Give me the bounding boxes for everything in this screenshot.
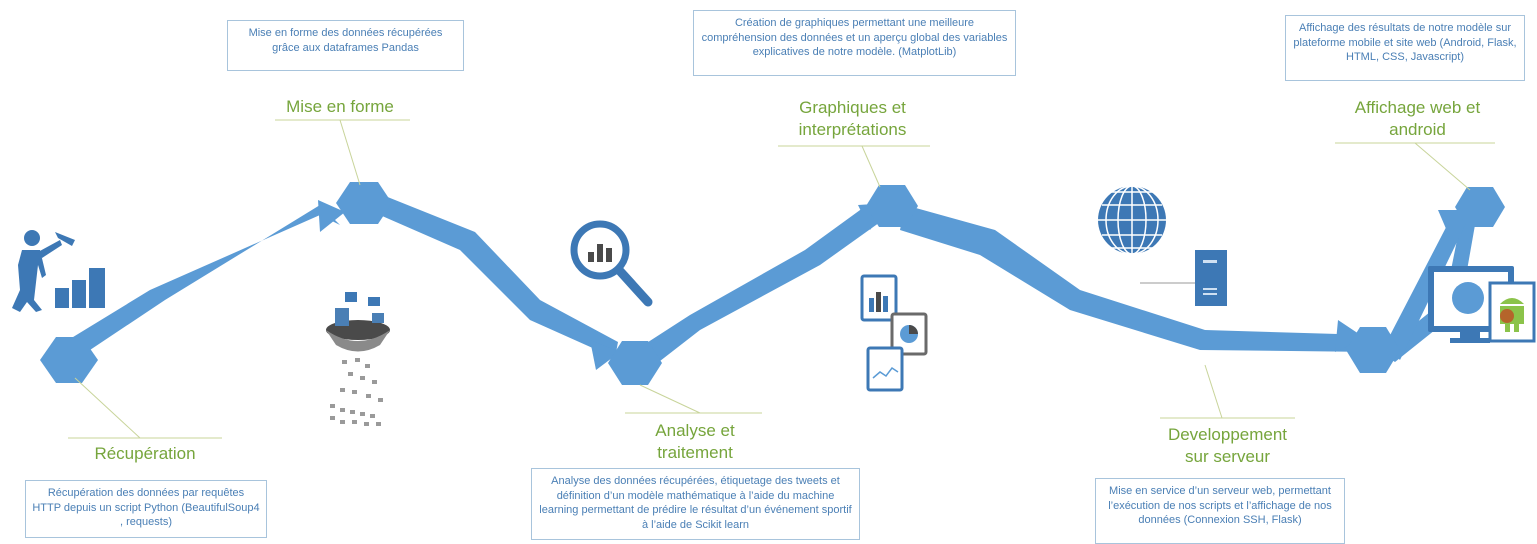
chart-documents-icon <box>860 274 928 392</box>
funnel-data-icon <box>326 292 390 426</box>
timeline-path <box>60 190 1475 375</box>
monitor-android-icon <box>1428 266 1536 343</box>
globe-server-icon <box>1098 185 1227 306</box>
milestone-hexagon-1 <box>40 337 98 383</box>
step-desc-recuperation: Récupération des données par requêtes HT… <box>25 480 267 538</box>
step-desc-affichage: Affichage des résultats de notre modèle … <box>1285 15 1525 81</box>
magnifier-chart-icon <box>570 220 653 307</box>
step-title-analyse: Analyse et traitement <box>655 421 735 462</box>
step-title-affichage: Affichage web et android <box>1354 98 1481 139</box>
worker-chart-icon <box>12 230 105 312</box>
milestone-hexagon-3 <box>608 341 662 385</box>
step-desc-developpement: Mise en service d’un serveur web, permet… <box>1095 478 1345 544</box>
milestone-hexagon-2 <box>336 182 392 224</box>
milestone-hexagon-4 <box>866 185 918 227</box>
step-title-developpement: Developpement sur serveur <box>1167 425 1288 466</box>
step-desc-mise-en-forme: Mise en forme des données récupérées grâ… <box>227 20 464 71</box>
step-title-recuperation: Récupération <box>94 444 196 463</box>
step-title-mise-en-forme: Mise en forme <box>286 97 394 116</box>
leader-lines <box>68 119 1495 439</box>
step-desc-graphiques: Création de graphiques permettant une me… <box>693 10 1016 76</box>
milestone-hexagon-6 <box>1455 187 1505 227</box>
milestone-hexagon-5 <box>1346 327 1400 373</box>
step-title-graphiques: Graphiques et interprétations <box>798 98 907 139</box>
step-desc-analyse: Analyse des données récupérées, étiqueta… <box>531 468 860 540</box>
